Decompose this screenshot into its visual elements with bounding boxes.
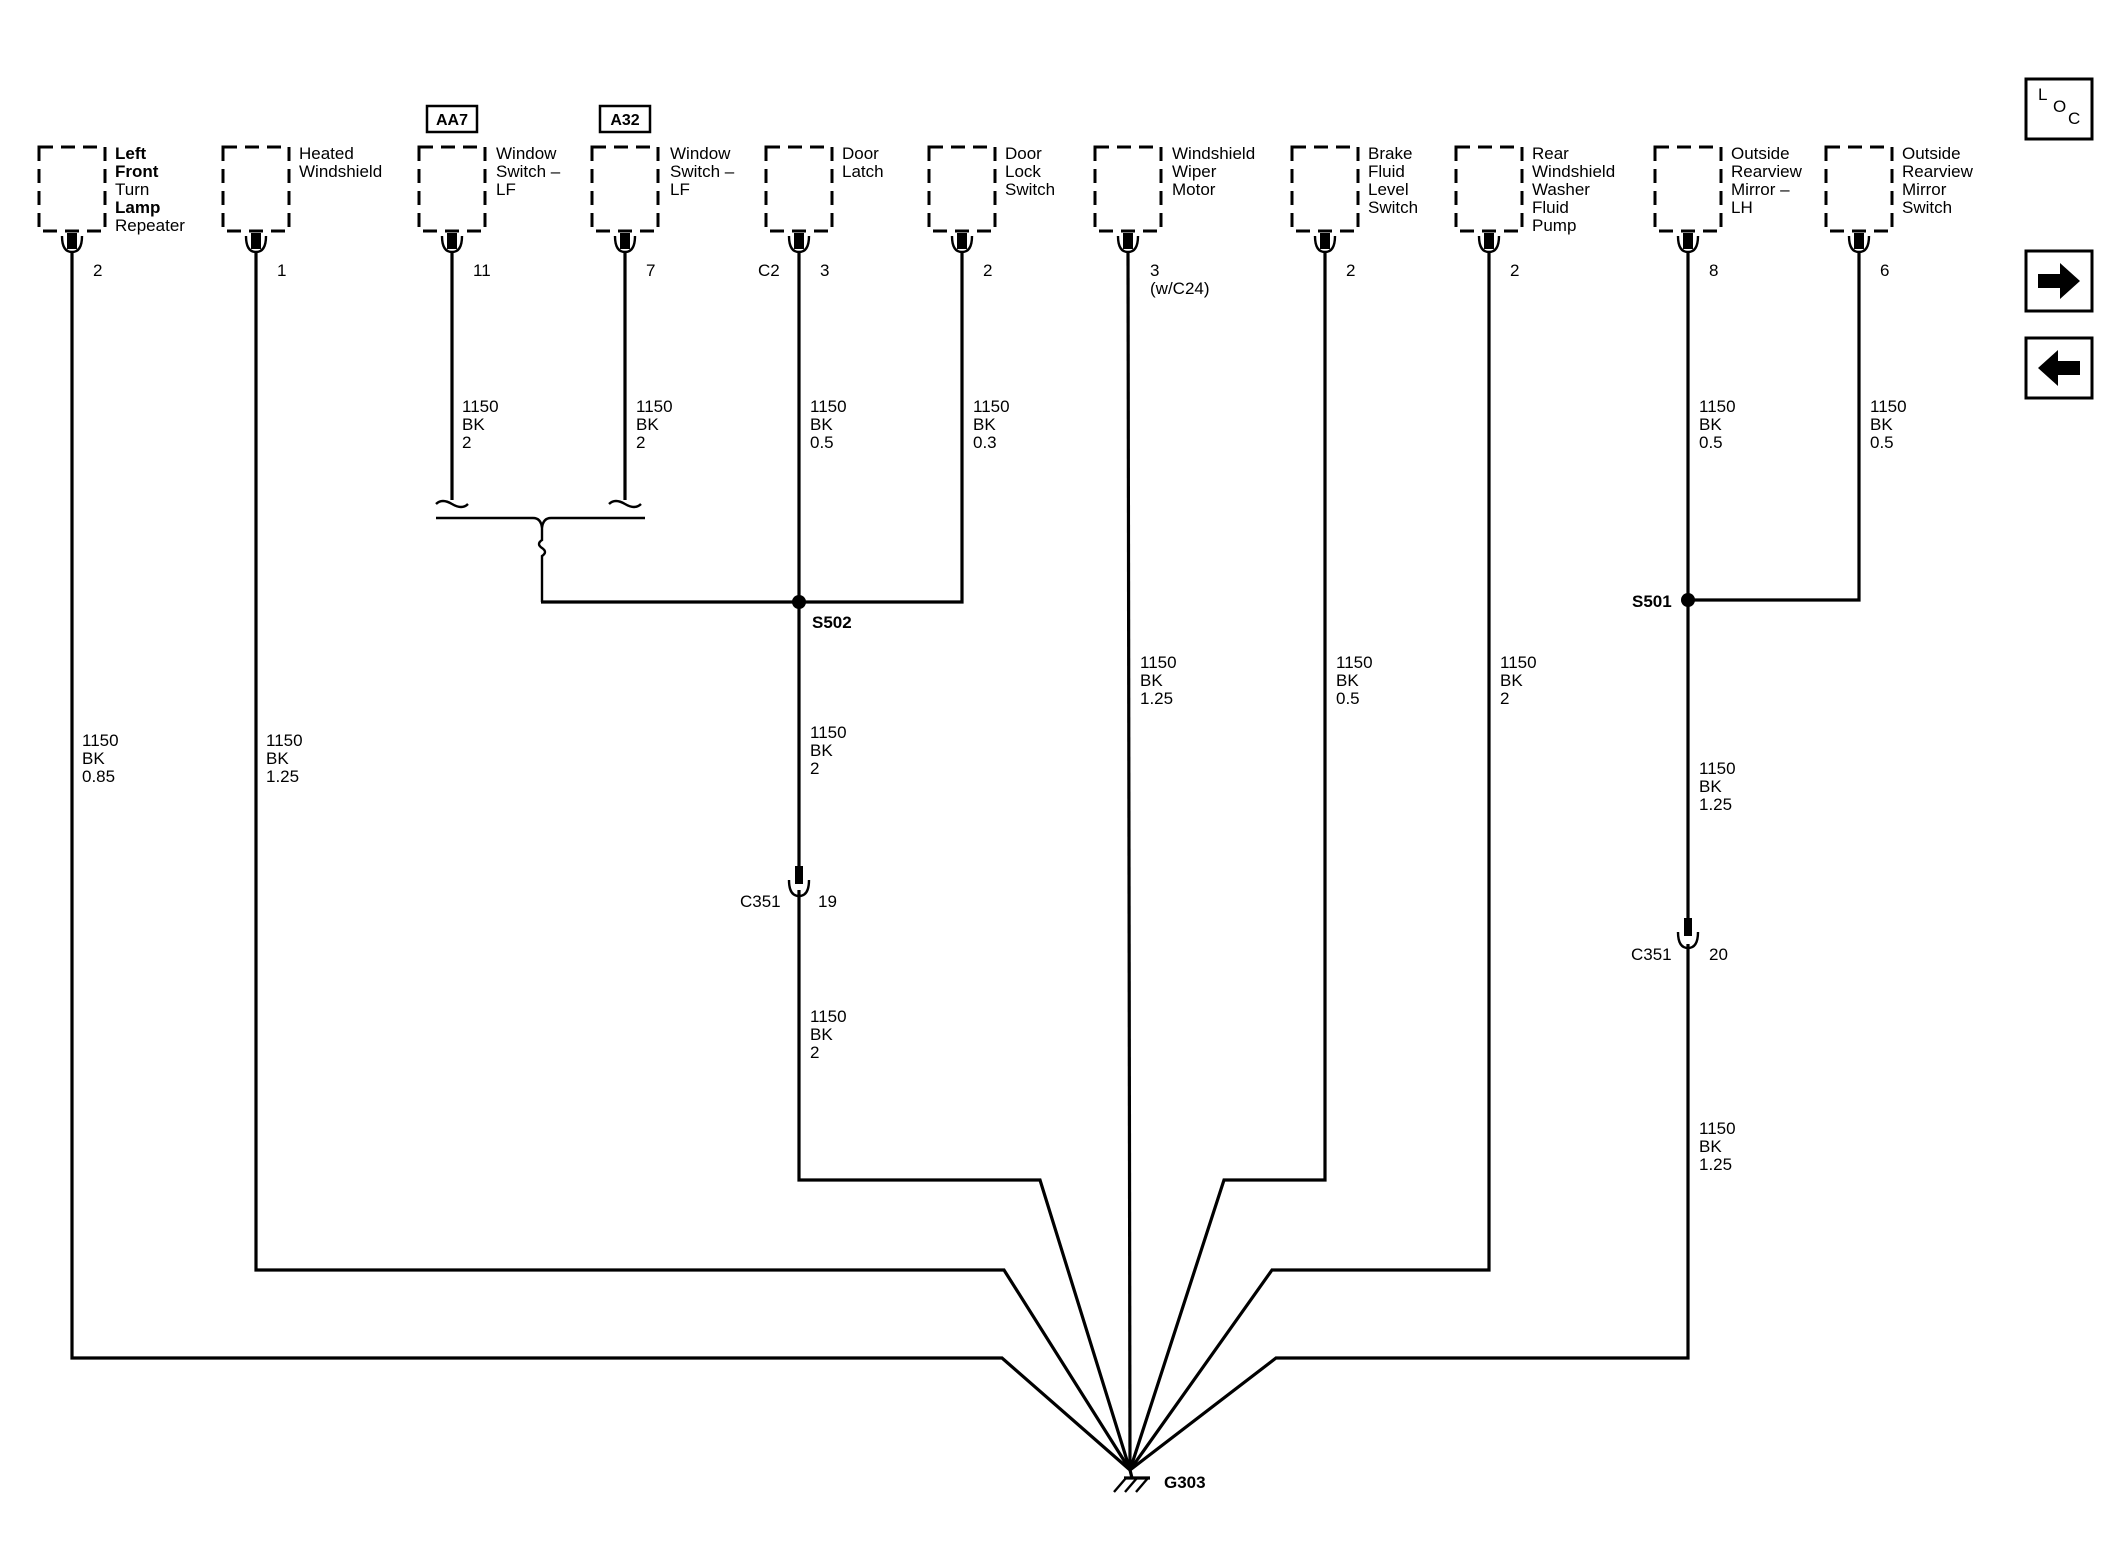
wire-mirror-switch-s501 [1688,252,1861,602]
component-box-rear-washer-fluid-pump [1454,145,1524,233]
splice-s501-dot [1681,593,1695,607]
wire-c351-left-ground [797,890,1132,1471]
component-name-windshield-wiper-motor: Windshield Wiper Motor [1172,144,1260,199]
wire-label-s501-c351: 1150 BK 1.25 [1699,759,1740,814]
tag-box-a32 [598,104,652,134]
component-name-door-latch: Door Latch [842,144,884,181]
pin-windshield-wiper-motor: 3 [1150,261,1159,280]
wire-label-c351-left-ground: 1150 BK 2 [810,1007,851,1062]
component-name-heated-windshield: Heated Windshield [299,144,382,181]
terminal-door-latch [787,233,811,254]
terminal-wiper-motor [1116,233,1140,254]
loc-letter-c: C [2068,109,2080,128]
pin-terminals [60,233,1871,254]
right-arrow-icon [2038,263,2080,299]
pin-left-front-turn-lamp-repeater: 2 [93,261,102,280]
wire-label-mirror-switch: 1150 BK 0.5 [1870,397,1911,452]
c351-left-name: C351 [740,892,781,911]
wire-label-wiper-motor: 1150 BK 1.25 [1140,653,1181,708]
terminal-brake-fluid-switch [1313,233,1337,254]
pin-window-switch-a32: 7 [646,261,655,280]
wire-heated-windshield-ground [254,252,1132,1471]
component-name-brake-fluid-level-switch: Brake Fluid Level Switch [1368,144,1418,217]
inline-connector-c351-left [787,866,811,898]
wire-label-door-lock-switch: 1150 BK 0.3 [973,397,1014,452]
pin-door-latch: 3 [820,261,829,280]
wire-label-brake-fluid-switch: 1150 BK 0.5 [1336,653,1377,708]
wire-c351-right-ground [1129,944,1690,1472]
terminal-window-switch-a32 [613,233,637,254]
tag-a32: A32 [610,112,639,129]
next-page-button[interactable] [2024,249,2094,313]
terminal-window-switch-aa7 [440,233,464,254]
component-box-windshield-wiper-motor [1093,145,1163,233]
wire-label-window-switch-aa7: 1150 BK 2 [462,397,503,452]
component-name-window-switch-aa7: Window Switch – LF [496,144,565,199]
wire-label-door-latch: 1150 BK 0.5 [810,397,851,452]
ground-g303-label: G303 [1164,1473,1206,1492]
component-name-left-front-turn-lamp-repeater: Left Front Turn Lamp Repeater [115,144,185,235]
splice-s501-label: S501 [1632,592,1672,611]
c351-right-name: C351 [1631,945,1672,964]
terminal-heated-windshield [244,233,268,254]
wire-label-s502-c351: 1150 BK 2 [810,723,851,778]
component-box-left-front-turn-lamp-repeater [37,145,107,233]
terminal-washer-pump [1477,233,1501,254]
component-name-rear-washer-fluid-pump: Rear Windshield Washer Fluid Pump [1532,144,1620,235]
pin-outside-rearview-mirror-switch: 6 [1880,261,1889,280]
component-box-door-lock-switch [927,145,997,233]
pin-heated-windshield: 1 [277,261,286,280]
wire-label-heated-windshield: 1150 BK 1.25 [266,731,307,786]
wire-label-c351-right-ground: 1150 BK 1.25 [1699,1119,1740,1174]
component-box-outside-rearview-mirror-switch [1824,145,1894,233]
connector-door-latch: C2 [758,261,780,280]
component-name-outside-rearview-mirror-switch: Outside Rearview Mirror Switch [1902,144,1978,217]
component-box-brake-fluid-level-switch [1290,145,1360,233]
terminal-left-front-turn-lamp-repeater [60,233,84,254]
c351-right-pin: 20 [1709,945,1728,964]
tag-aa7: AA7 [436,112,468,129]
terminal-door-lock-switch [950,233,974,254]
wire-label-washer-pump: 1150 BK 2 [1500,653,1541,708]
loc-letter-l: L [2038,85,2047,104]
loc-button[interactable]: L O C [2024,77,2094,141]
component-boxes [37,145,1894,233]
component-box-heated-windshield [221,145,291,233]
wire-label-mirror-lh: 1150 BK 0.5 [1699,397,1740,452]
wires [70,251,1861,1472]
pin-door-lock-switch: 2 [983,261,992,280]
ground-symbol-g303 [1113,1469,1150,1493]
component-box-window-switch-lf-aa7 [417,145,487,233]
component-name-door-lock-switch: Door Lock Switch [1005,144,1055,199]
wire-brake-fluid-ground [1128,252,1327,1471]
pin-window-switch-aa7: 11 [473,261,491,280]
wire-door-lock-switch-s502 [799,252,964,604]
splice-s502-dot [792,595,806,609]
pin-outside-rearview-mirror-lh: 8 [1709,261,1718,280]
component-box-outside-rearview-mirror-lh [1653,145,1723,233]
splice-s502-label: S502 [812,613,852,632]
previous-page-button[interactable] [2024,336,2094,400]
wire-turn-lamp-ground [70,252,1132,1472]
wire-wiper-motor-ground [1126,251,1132,1471]
pin-rear-washer-fluid-pump: 2 [1510,261,1519,280]
pin-note-windshield-wiper-motor: (w/C24) [1150,279,1210,298]
pin-brake-fluid-level-switch: 2 [1346,261,1355,280]
wire-washer-pump-ground [1128,252,1491,1471]
loc-letter-o: O [2053,97,2066,116]
component-box-door-latch [764,145,834,233]
component-name-outside-rearview-mirror-lh: Outside Rearview Mirror – LH [1731,144,1807,217]
component-box-window-switch-lf-a32 [590,145,660,233]
wire-label-turn-lamp: 1150 BK 0.85 [82,731,123,786]
c351-left-pin: 19 [818,892,837,911]
inline-connector-c351-right [1676,918,1700,950]
tag-box-aa7 [425,104,479,134]
terminal-mirror-lh [1676,233,1700,254]
terminal-mirror-switch [1847,233,1871,254]
left-arrow-icon [2038,350,2080,386]
option-brace [435,499,645,602]
wire-label-window-switch-a32: 1150 BK 2 [636,397,677,452]
component-name-window-switch-a32: Window Switch – LF [670,144,739,199]
